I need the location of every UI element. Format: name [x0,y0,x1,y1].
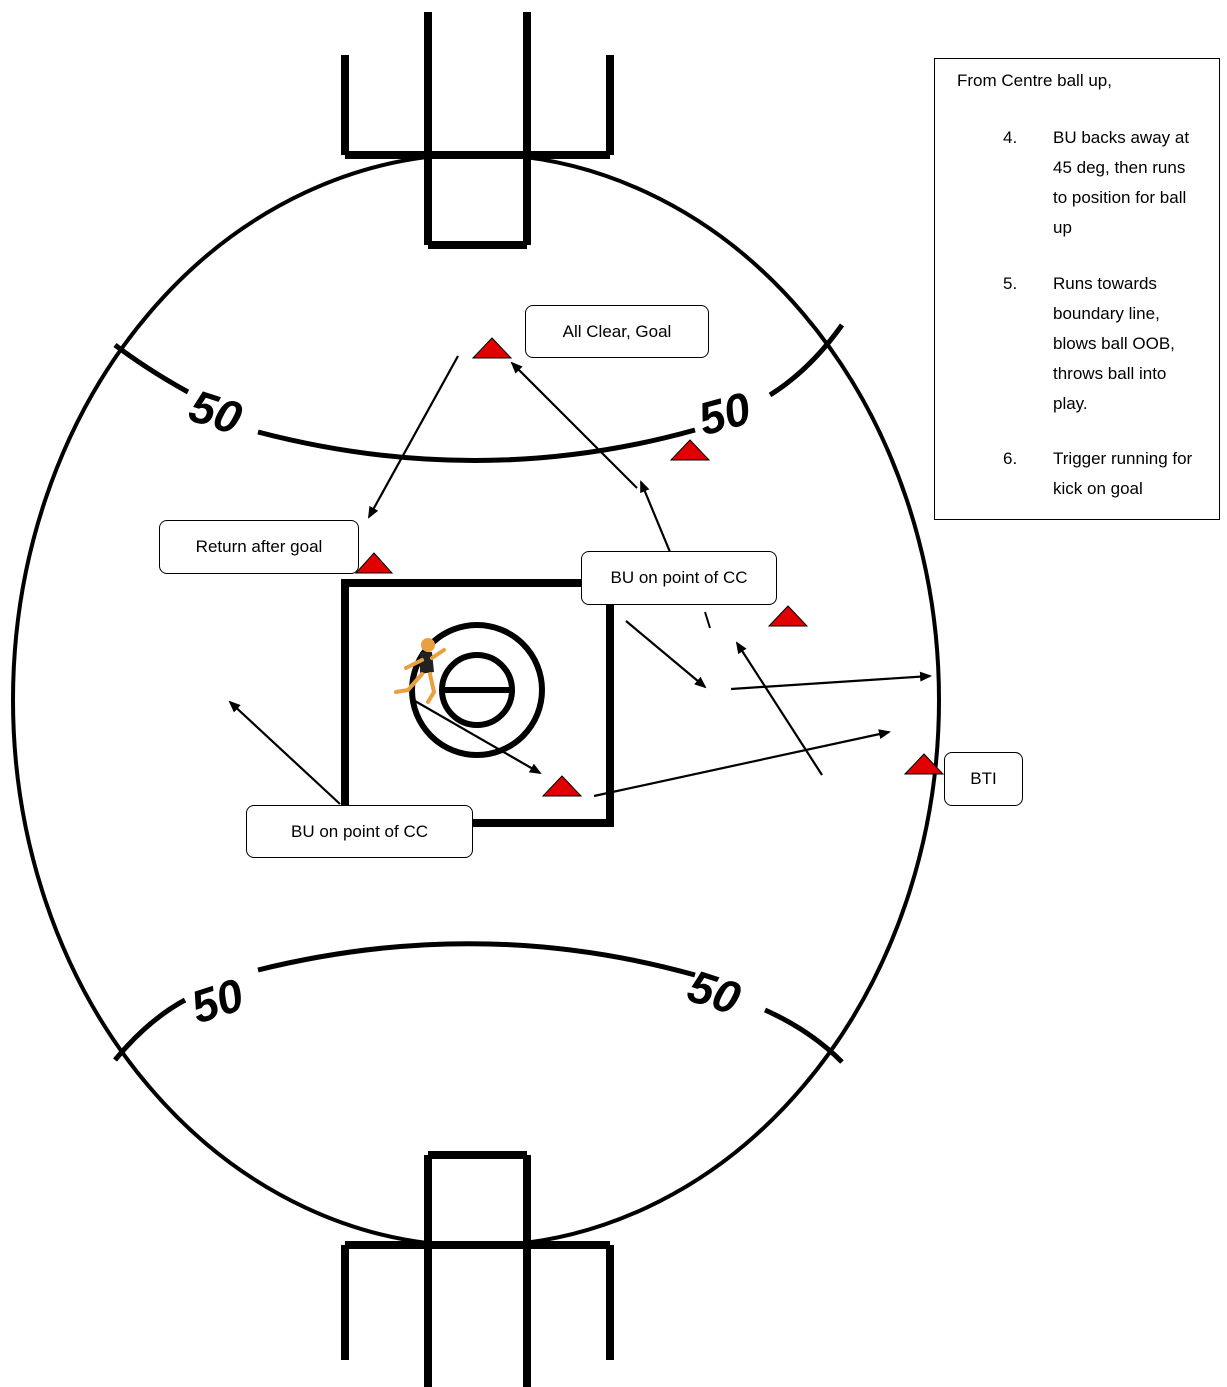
callout-bti: BTI [944,752,1023,806]
cone-top-right [669,439,711,461]
centre-square [341,579,614,827]
top-goal-posts [341,12,614,249]
dash-segment [704,611,711,629]
centre-circle-outer [409,622,545,758]
note-number: 6. [1003,449,1018,468]
fifty-label-top-right: 50 [693,382,756,446]
callout-bu-point-cc-right-label: BU on point of CC [610,568,748,587]
boundary-oval [11,152,941,1248]
cone-all-clear [471,337,513,359]
fifty-label-bottom-right: 50 [682,959,747,1024]
cone-return [354,552,394,574]
note-number: 4. [1003,128,1018,147]
cone-right-square [767,605,809,627]
runner-figure-icon [394,638,446,704]
cone-bti [903,753,945,775]
callout-bti-label: BTI [970,769,997,788]
arrow-cone-to-bti [593,729,891,798]
note-number: 5. [1003,274,1018,293]
cone-centre-bottom [541,775,583,797]
callout-bu-point-cc-left-label: BU on point of CC [290,821,428,841]
arrow-runner-to-cone [414,700,542,774]
arrow-up-left [228,700,341,805]
arrow-down-right [625,620,707,689]
callout-return-after-goal-label: Return after goal [195,537,323,556]
notes-intro: From Centre ball up, [957,71,1112,90]
instructions-notes-box: From Centre ball up, 4. BU backs away at… [934,58,1220,520]
movement-arrows [228,355,932,805]
arrow-to-all-clear [510,361,638,489]
note-text: BU backs away at 45 deg, then runs to po… [1053,128,1190,237]
arrow-up-mid [639,480,672,553]
arrow-to-boundary [730,671,932,691]
callout-all-clear-goal: All Clear, Goal [525,305,709,358]
callout-bu-point-cc-left: BU on point of CC [246,805,473,858]
bottom-goal-posts [341,1151,614,1387]
top-fifty-arc [113,323,845,463]
note-text: Trigger running for kick on goal [1053,449,1193,498]
callout-bu-point-cc-right: BU on point of CC [581,551,777,605]
arrow-up-from-bottom [735,641,823,776]
note-text: Runs towards boundary line, blows ball O… [1053,274,1175,413]
position-cones [354,337,945,797]
fifty-label-top-left: 50 [183,379,248,444]
callout-all-clear-goal-label: All Clear, Goal [562,321,672,341]
callout-return-after-goal: Return after goal [159,520,359,574]
arrow-to-return [368,355,459,519]
bottom-fifty-arc [113,941,844,1064]
fifty-label-bottom-left: 50 [185,968,250,1033]
